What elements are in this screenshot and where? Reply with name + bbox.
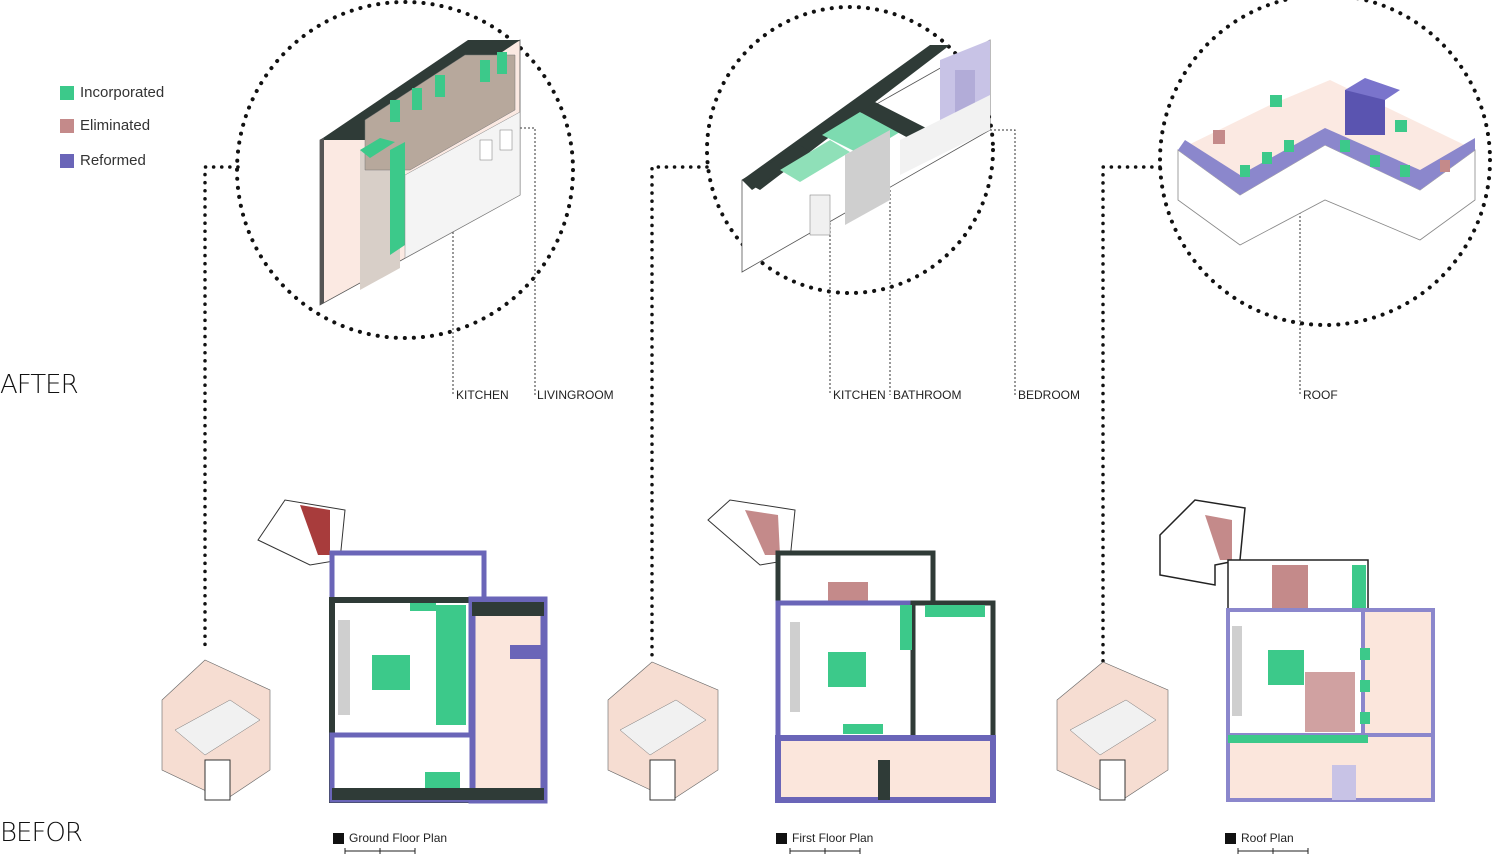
- label-first-bathroom: BATHROOM: [893, 388, 962, 402]
- first-axonometric: [741, 39, 991, 273]
- roof-plan-title: Roof Plan: [1225, 831, 1294, 845]
- ground-axonometric: [319, 39, 521, 306]
- plan-title-text: Roof Plan: [1241, 831, 1294, 845]
- label-first-kitchen: KITCHEN: [833, 388, 886, 402]
- legend-label: Reformed: [80, 152, 146, 169]
- label-ground-livingroom: LIVINGROOM: [537, 388, 614, 402]
- plan-title-text: Ground Floor Plan: [349, 831, 448, 845]
- zoom-circle-roof: [1158, 0, 1492, 327]
- scale-bars: [344, 848, 1309, 854]
- connector-lines: [203, 165, 1162, 667]
- reformed-swatch: [60, 153, 74, 168]
- title-marker-icon: [333, 832, 344, 844]
- incorporated-swatch: [60, 85, 74, 100]
- label-ground-kitchen: KITCHEN: [456, 388, 509, 402]
- after-label: AFTER: [0, 370, 79, 400]
- small-axo-ground: [161, 659, 271, 801]
- title-marker-icon: [1225, 832, 1236, 844]
- first-floor-plan: [707, 499, 996, 803]
- plan-title-text: First Floor Plan: [792, 831, 874, 845]
- legend-item-reformed: Reformed: [60, 152, 146, 169]
- legend-item-incorporated: Incorporated: [60, 84, 164, 101]
- ground-floor-plan: [257, 499, 548, 804]
- legend-label: Incorporated: [80, 84, 165, 101]
- small-axo-first: [607, 661, 719, 801]
- label-roof: ROOF: [1303, 388, 1338, 402]
- first-plan-title: First Floor Plan: [776, 831, 873, 845]
- eliminated-swatch: [60, 118, 74, 133]
- zoom-circle-first: [705, 5, 995, 295]
- legend-item-eliminated: Eliminated: [60, 117, 150, 134]
- roof-plan: [1159, 499, 1435, 802]
- before-label: BEFOR: [0, 818, 83, 848]
- zoom-circle-ground: [235, 0, 575, 340]
- legend-label: Eliminated: [80, 117, 151, 134]
- small-axo-roof: [1056, 661, 1169, 801]
- title-marker-icon: [776, 832, 787, 844]
- roof-axonometric: [1177, 78, 1476, 246]
- label-first-bedroom: BEDROOM: [1018, 388, 1081, 402]
- ground-plan-title: Ground Floor Plan: [333, 831, 447, 845]
